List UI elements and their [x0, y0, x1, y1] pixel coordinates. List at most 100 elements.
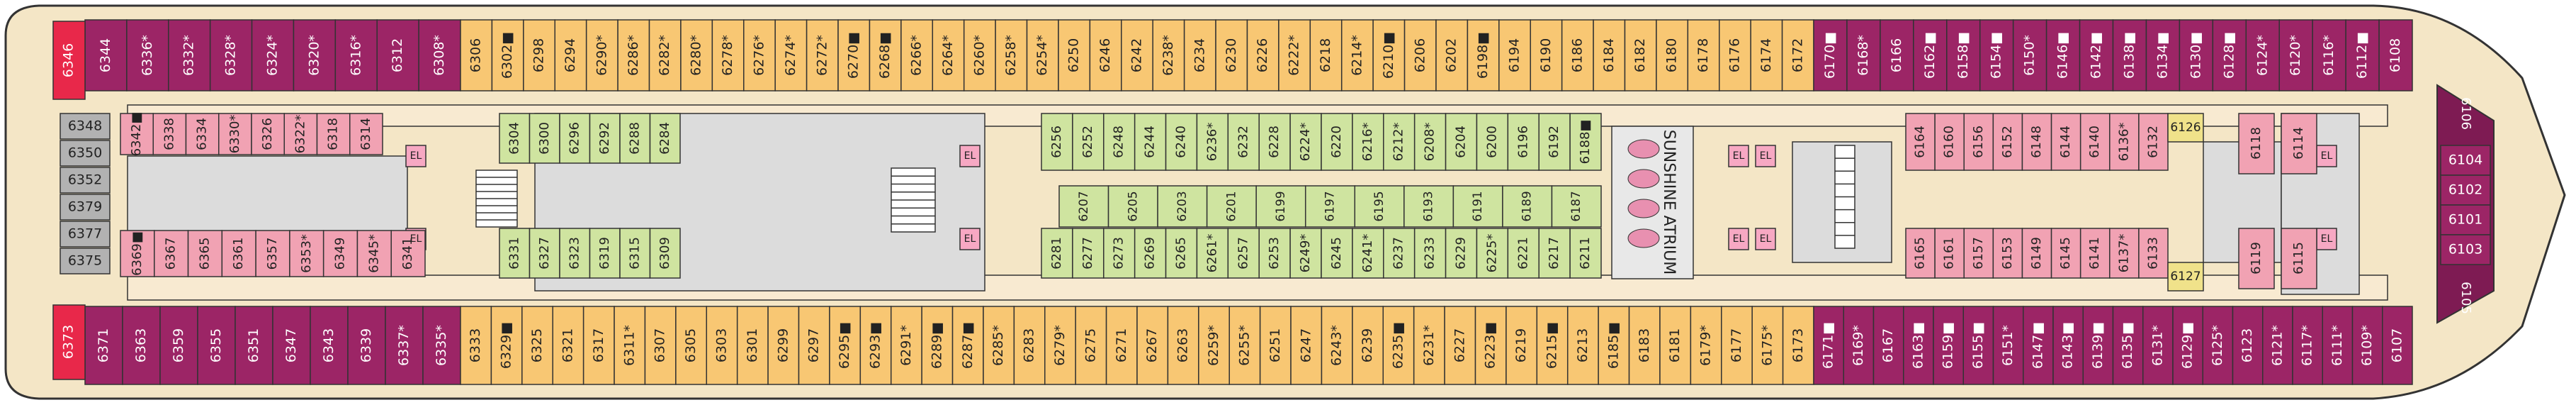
cabin-6254 [1026, 19, 1059, 91]
cabin-6197 [1304, 185, 1356, 228]
cabin-6127 [2167, 262, 2204, 292]
cabin-number: 6379 [68, 199, 102, 215]
cabin-6111 [2322, 306, 2354, 385]
cabin-6139 [2082, 306, 2114, 385]
cabin-number: 6101 [2448, 212, 2482, 228]
cabin-6166 [1880, 19, 1914, 91]
cabin-number: 6342■ [129, 112, 144, 157]
cabin-number: 6277 [1080, 237, 1095, 270]
cabin-6317 [582, 306, 615, 385]
cabin-number: 6109* [2359, 325, 2375, 366]
cabin-6192 [1538, 113, 1571, 171]
cabin-6171 [1813, 306, 1844, 385]
cabin-number: 6202 [1444, 38, 1459, 72]
cabin-6206 [1403, 19, 1437, 91]
cabin-6201 [1206, 185, 1257, 228]
cabin-number: 6244 [1143, 126, 1158, 158]
cabin-6144 [2050, 113, 2081, 171]
cabin-number: 6317 [591, 328, 606, 362]
elevator-label: EL [2321, 233, 2333, 245]
cabin-6253 [1258, 228, 1291, 279]
cabin-number: 6193 [1422, 191, 1436, 221]
cabin-6163 [1903, 306, 1934, 385]
cabin-number: 6201 [1224, 191, 1238, 221]
cabin-number: 6357 [265, 238, 280, 270]
elevator-7 [1755, 228, 1776, 250]
cabin-number: 6133 [2145, 237, 2160, 270]
cabin-number: 6149 [2029, 237, 2044, 270]
cabin-number: 6219 [1513, 328, 1529, 362]
cabin-6287 [951, 306, 984, 385]
cabin-number: 6320* [306, 35, 322, 76]
cabin-number: 6183 [1637, 328, 1652, 362]
cabin-6257 [1227, 228, 1260, 279]
cabin-number: 6315 [627, 237, 642, 270]
cabin-number: 6225* [1484, 234, 1499, 273]
elevator-label: EL [1760, 233, 1772, 245]
cabin-6187 [1551, 185, 1602, 228]
cabin-number: 6316* [348, 35, 363, 76]
cabin-number: 6155■ [1970, 322, 1986, 369]
cabin-number: 6129■ [2180, 322, 2196, 369]
cabin-6131 [2142, 306, 2174, 385]
cabin-6149 [2021, 228, 2052, 279]
cabin-6311 [614, 306, 646, 385]
cabin-number: 6281 [1049, 237, 1064, 270]
cabin-6242 [1121, 19, 1153, 91]
cabin-number: 6220 [1329, 126, 1344, 158]
cabin-6236 [1196, 113, 1229, 171]
cabin-6249 [1289, 228, 1322, 279]
cabin-6351 [235, 306, 273, 385]
cabin-6158 [1946, 19, 1981, 91]
cabin-number: 6195 [1372, 191, 1386, 221]
cabin-6269 [1134, 228, 1167, 279]
cabin-6150 [2012, 19, 2047, 91]
elevator-0 [405, 145, 426, 167]
cabin-number: 6107 [2389, 328, 2405, 362]
elevator-label: EL [1733, 233, 1745, 245]
cabin-6134 [2145, 19, 2181, 91]
cabin-6215 [1536, 306, 1569, 385]
cabin-6281 [1041, 228, 1073, 279]
cabin-number: 6268■ [877, 32, 893, 79]
cabin-number: 6278* [720, 35, 735, 76]
cabin-number: 6266* [909, 35, 925, 76]
cabin-number: 6267 [1144, 328, 1160, 362]
cabin-6151 [1992, 306, 2024, 385]
cabin-6231 [1413, 306, 1445, 385]
cabin-6164 [1905, 113, 1936, 171]
cabin-6213 [1566, 306, 1599, 385]
cabin-number: 6251 [1267, 328, 1283, 362]
cabin-number: 6293■ [868, 322, 883, 369]
cabin-6349 [322, 230, 358, 277]
cabin-number: 6238* [1160, 35, 1176, 76]
cabin-number: 6124* [2254, 35, 2270, 76]
cabin-6357 [255, 230, 290, 277]
cabin-number: 6171■ [1821, 322, 1836, 369]
cabin-6182 [1624, 19, 1657, 91]
cabin-6274 [774, 19, 808, 91]
cabin-6350 [60, 140, 111, 167]
cabin-6128 [2212, 19, 2247, 91]
cabin-number: 6177 [1729, 328, 1744, 362]
cabin-6145 [2050, 228, 2081, 279]
cabin-number: 6236* [1204, 123, 1219, 162]
cabin-6279 [1044, 306, 1076, 385]
cabin-6343 [310, 306, 349, 385]
cabin-6252 [1072, 113, 1105, 171]
elevator-6 [1755, 145, 1776, 167]
cabin-number: 6204 [1454, 126, 1469, 158]
cabin-number: 6330* [227, 115, 242, 154]
cabin-6307 [644, 306, 677, 385]
cabin-number: 6230 [1224, 38, 1239, 72]
elevator-3 [959, 228, 981, 250]
cabin-6284 [649, 113, 681, 164]
cabin-6172 [1781, 19, 1814, 91]
cabin-number: 6138■ [2121, 32, 2137, 79]
cabin-6229 [1445, 228, 1478, 279]
cabin-number: 6345* [366, 234, 381, 273]
cabin-number: 6249* [1298, 234, 1313, 273]
cabin-6255 [1228, 306, 1261, 385]
cabin-number: 6224* [1298, 123, 1313, 162]
